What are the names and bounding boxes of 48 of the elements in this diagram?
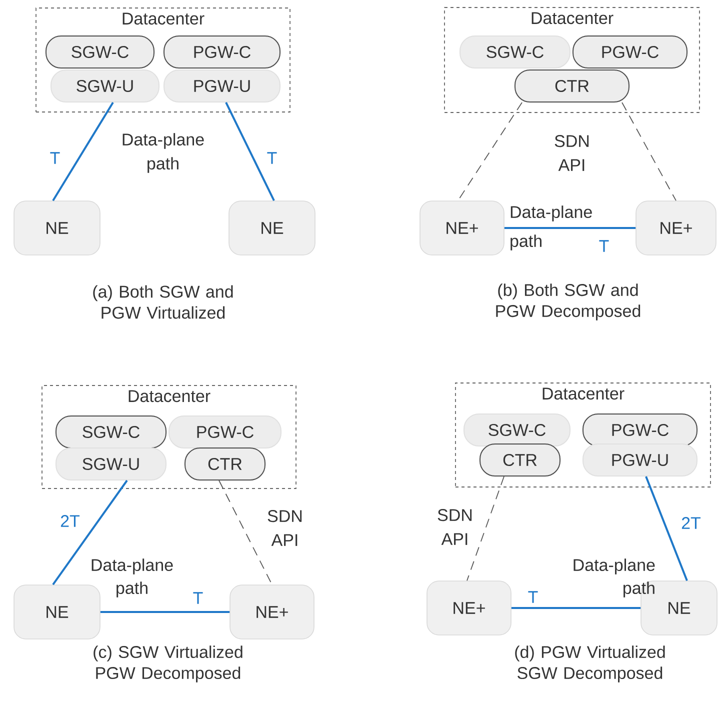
path-label: Data-plane path [122, 133, 204, 173]
network-element-box: NE+ [230, 584, 314, 640]
network-element-box: NE [14, 200, 100, 256]
api-label: SDN API [554, 135, 589, 171]
network-element-box: NE+ [636, 200, 716, 256]
function-pill: CTR [184, 448, 266, 480]
edge-label: T [598, 239, 610, 253]
network-element-box: NE [14, 584, 100, 640]
function-pill: PGW-U [164, 70, 280, 102]
function-pill: PGW-C [582, 414, 698, 446]
edge-label: T [526, 590, 540, 604]
link-line [52, 102, 114, 202]
panel-caption: (d) PGW Virtualized SGW Decomposed [515, 646, 665, 682]
api-label: SDN API [438, 509, 472, 545]
function-pill: PGW-C [572, 36, 688, 68]
edge-label: T [48, 151, 62, 165]
dashed-line [622, 102, 676, 202]
edge-label: 2T [680, 516, 702, 530]
function-pill: PGW-C [164, 36, 280, 68]
function-pill: SGW-C [460, 36, 570, 68]
function-pill: SGW-C [56, 416, 166, 448]
link-line [100, 611, 230, 613]
function-pill: PGW-C [168, 416, 282, 448]
panel-caption: (c) SGW Virtualized PGW Decomposed [94, 646, 242, 682]
edge-label: T [192, 591, 204, 605]
network-element-box: NE [228, 200, 316, 256]
path-label: Data-plane path [574, 558, 655, 598]
dashed-line [466, 476, 504, 582]
api-label: SDN API [268, 510, 302, 546]
path-label: Data-plane path [510, 206, 592, 250]
network-element-box: NE+ [426, 580, 512, 636]
link-line [645, 476, 688, 581]
panel-caption: (b) Both SGW and PGW Decomposed [496, 284, 640, 320]
function-pill: CTR [514, 70, 630, 102]
function-pill: CTR [480, 444, 560, 476]
link-line [225, 102, 275, 202]
link-line [52, 480, 128, 586]
function-pill: PGW-U [582, 444, 698, 476]
function-pill: SGW-C [46, 36, 154, 68]
link-line [511, 607, 641, 609]
function-pill: SGW-U [50, 70, 160, 102]
edge-label: T [266, 151, 278, 165]
function-pill: SGW-C [464, 414, 570, 446]
link-line [504, 227, 636, 229]
panel-caption: (a) Both SGW and PGW Virtualized [93, 285, 233, 319]
network-element-box: NE+ [420, 200, 504, 256]
function-pill: SGW-U [56, 448, 166, 480]
edge-label: 2T [59, 514, 81, 528]
